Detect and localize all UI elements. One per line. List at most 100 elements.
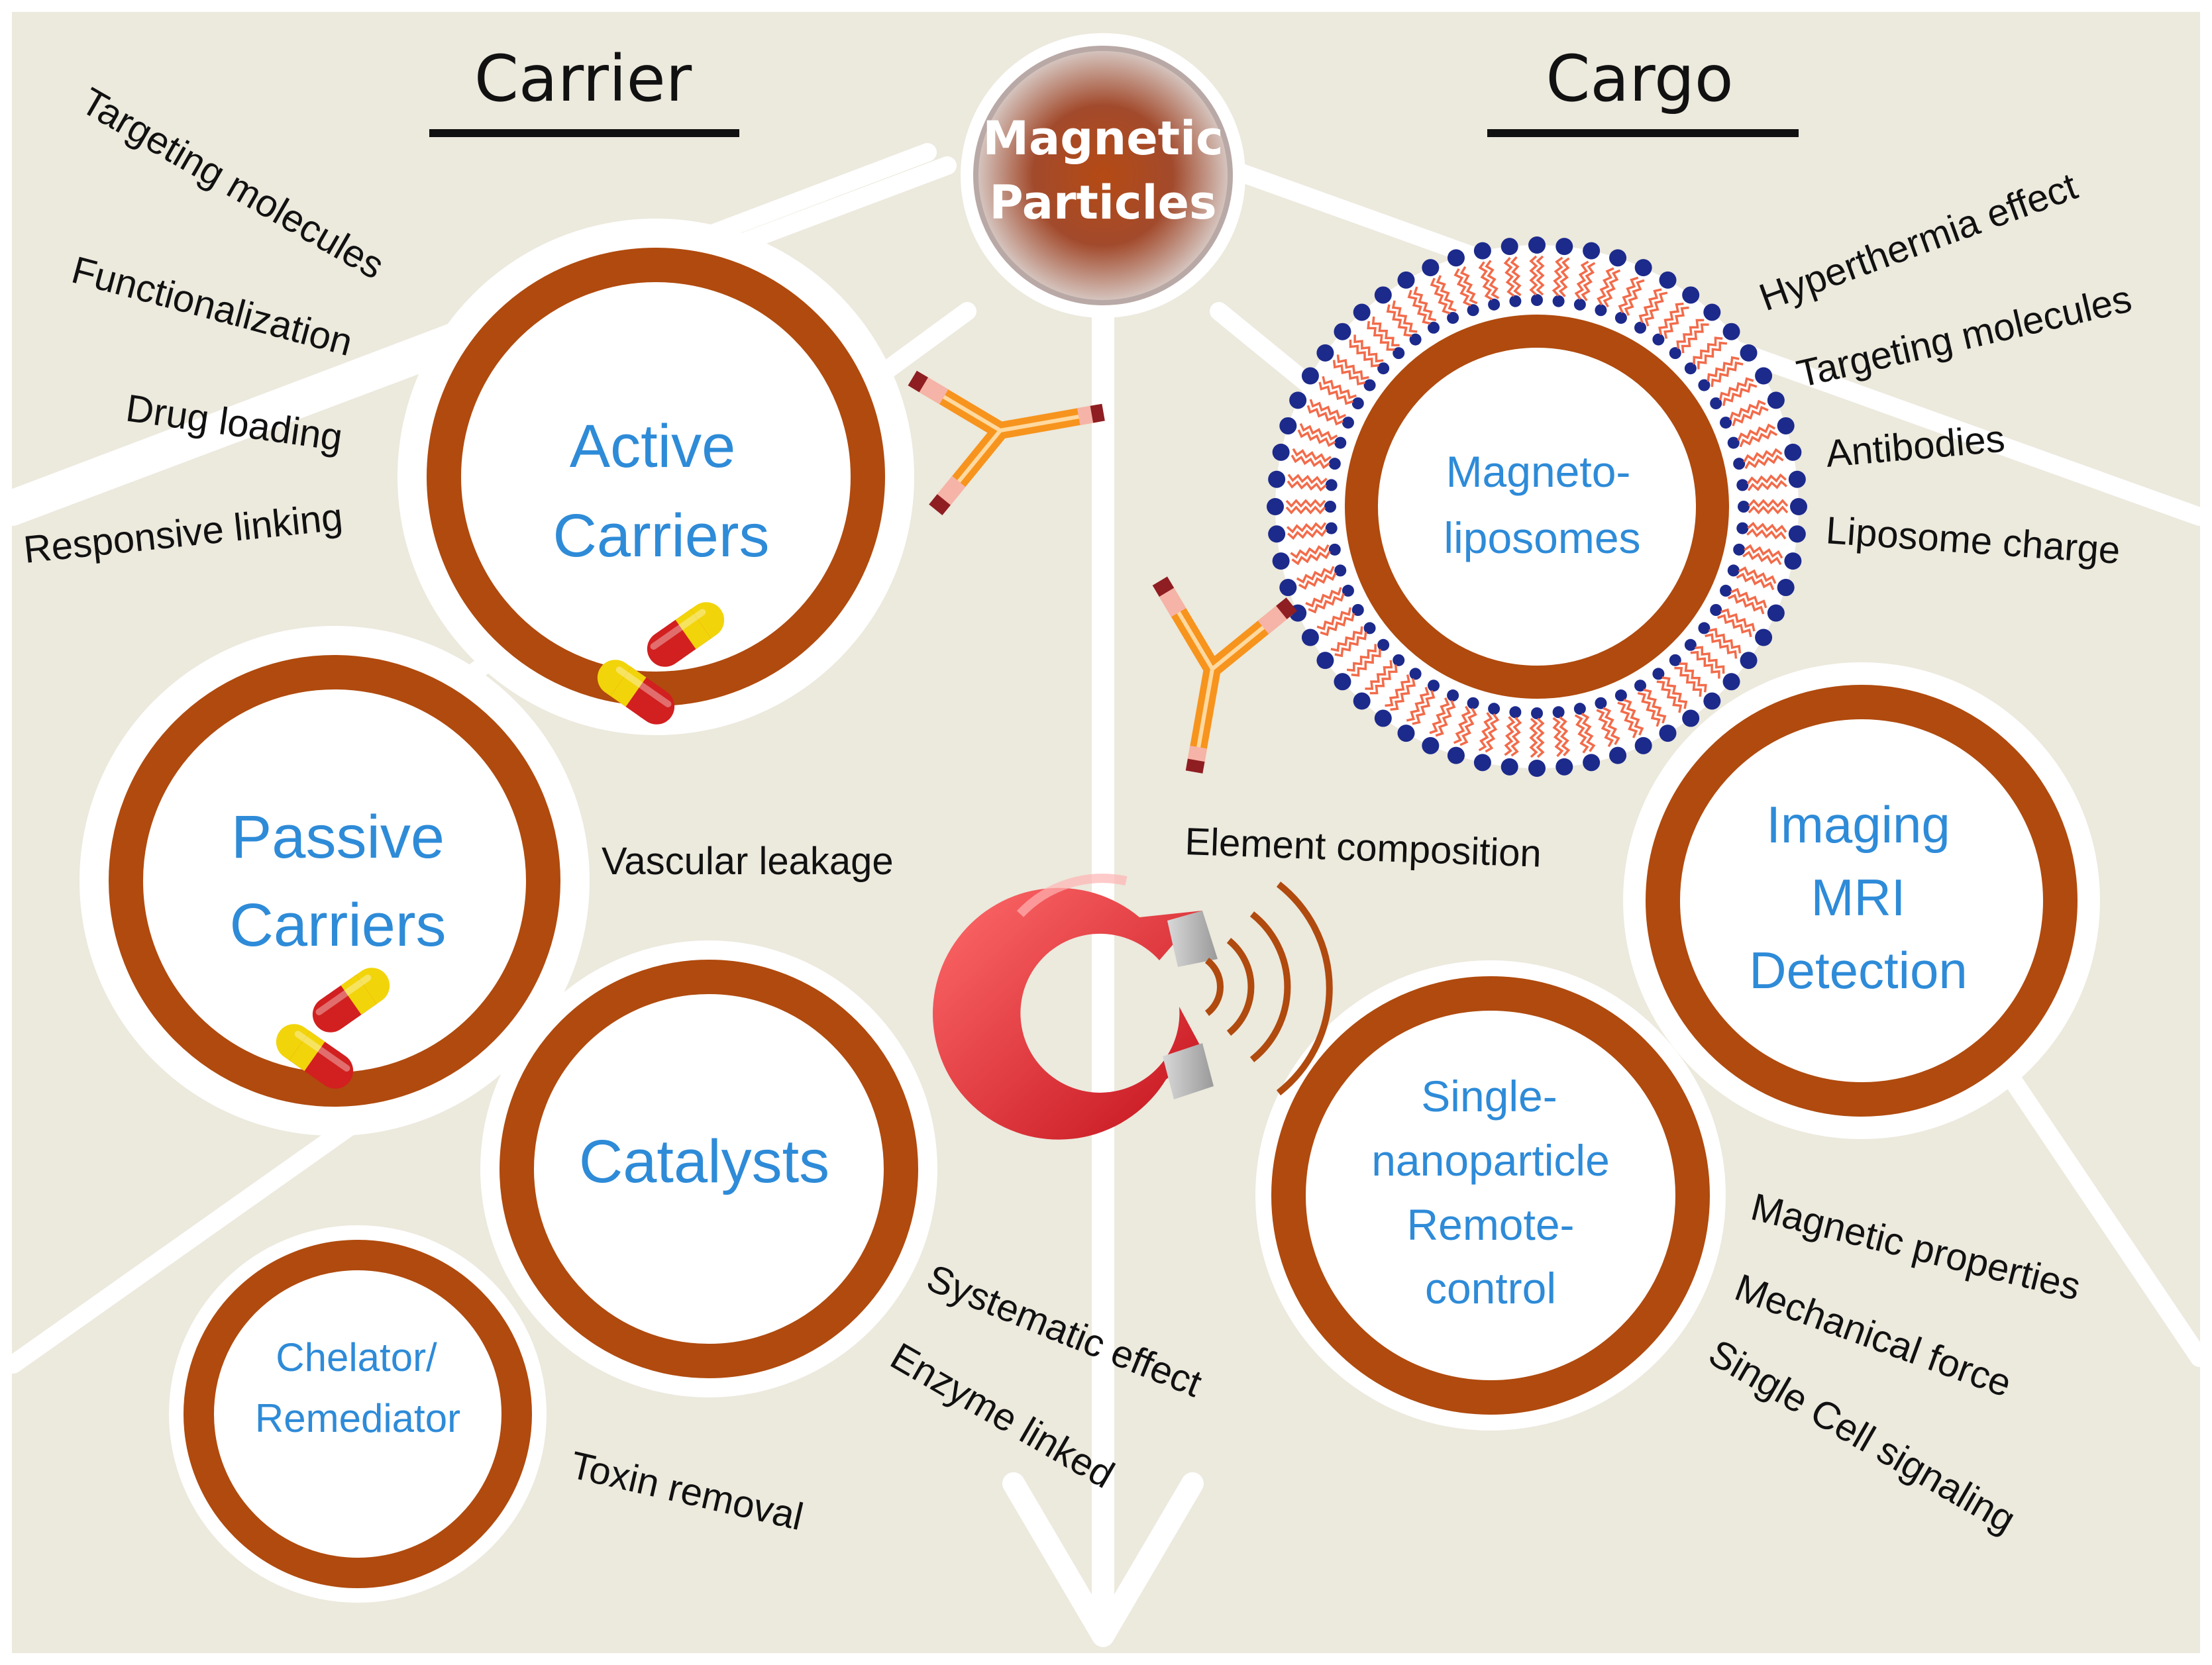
- lipid-head-outer: [1272, 443, 1290, 461]
- lipid-head-inner: [1614, 689, 1627, 702]
- magnet-icon: [933, 874, 1333, 1140]
- lipid-head-outer: [1767, 391, 1785, 409]
- active-title-2: Carriers: [553, 502, 769, 570]
- lipid-head-inner: [1363, 622, 1376, 634]
- lipid-head-inner: [1710, 397, 1722, 409]
- lipid-head-inner: [1488, 298, 1501, 311]
- lipid-head-inner: [1351, 604, 1364, 616]
- lipid-head-outer: [1555, 238, 1573, 256]
- lipid-head-inner: [1684, 638, 1697, 651]
- lipid-head-inner: [1710, 604, 1722, 616]
- lipid-head-inner: [1736, 479, 1749, 491]
- lipid-head-inner: [1351, 397, 1364, 409]
- lipid-tail: [1334, 631, 1367, 658]
- lipid-tail: [1732, 405, 1769, 427]
- lipid-head-inner: [1552, 706, 1565, 719]
- lipid-head-inner: [1467, 697, 1479, 709]
- lipid-head-outer: [1422, 259, 1440, 277]
- lipid-head-inner: [1393, 347, 1405, 360]
- lipid-tail: [1285, 499, 1326, 508]
- lipid-tail: [1510, 717, 1522, 757]
- lipid-tail: [1485, 260, 1500, 299]
- lipid-head-inner: [1652, 668, 1665, 680]
- lipid-head-outer: [1279, 579, 1297, 597]
- central-arrow: [1002, 280, 1204, 1647]
- lipid-tail: [1558, 257, 1570, 297]
- lipid-tail: [1285, 505, 1326, 515]
- lipid-tail: [1748, 505, 1789, 515]
- lipid-head-outer: [1609, 746, 1627, 764]
- lipid-tail: [1623, 699, 1644, 736]
- lipid-tail: [1318, 381, 1353, 405]
- lipid-tail: [1661, 676, 1688, 709]
- lipid-tail: [1656, 680, 1683, 713]
- lipid-tail: [1504, 716, 1516, 756]
- lipid-tail: [1299, 423, 1338, 441]
- lipid-head-outer: [1659, 725, 1677, 742]
- lipid-head-inner: [1669, 654, 1681, 666]
- lipid-tail: [1407, 289, 1431, 325]
- lipid-head-outer: [1422, 736, 1440, 754]
- lipid-tail: [1552, 717, 1564, 758]
- lipid-head-inner: [1733, 458, 1746, 470]
- lipid-head-outer: [1755, 629, 1773, 646]
- lipid-head-outer: [1374, 286, 1392, 304]
- lipid-head-inner: [1595, 304, 1607, 317]
- lipid-tail: [1529, 717, 1538, 758]
- lipid-tail: [1581, 713, 1596, 752]
- lipid-head-outer: [1788, 470, 1806, 488]
- lipid-tail: [1744, 544, 1783, 559]
- lipid-tail: [1365, 660, 1393, 690]
- lipid-head-outer: [1682, 709, 1700, 727]
- lipid-tail: [1346, 644, 1377, 672]
- lipid-tail: [1738, 566, 1777, 584]
- lipid-tail: [1603, 269, 1621, 308]
- lipid-tail: [1305, 587, 1342, 608]
- lipid-tail: [1624, 279, 1645, 317]
- lipid-head-outer: [1777, 579, 1795, 597]
- lipid-head-outer: [1374, 709, 1392, 727]
- lipid-tail: [1717, 614, 1752, 638]
- lipid-tail: [1290, 454, 1330, 470]
- lipid-tail: [1308, 593, 1345, 614]
- lipid-tail: [1747, 521, 1787, 533]
- lipid-tail: [1536, 255, 1545, 296]
- lipid-tail: [1718, 377, 1754, 401]
- lipid-tail: [1674, 667, 1703, 697]
- lipid-tail: [1711, 361, 1744, 387]
- lipid-tail: [1709, 627, 1742, 654]
- lipid-head-outer: [1397, 271, 1415, 289]
- lipid-tail: [1736, 572, 1775, 591]
- lipid-tail: [1722, 383, 1758, 407]
- lipid-head-inner: [1325, 479, 1338, 491]
- lipid-head-inner: [1428, 321, 1440, 334]
- lipid-head-outer: [1703, 692, 1721, 710]
- lipid-head-inner: [1342, 417, 1354, 429]
- lipid-head-inner: [1334, 564, 1347, 577]
- lipid-tail: [1286, 522, 1327, 534]
- lipid-head-outer: [1334, 673, 1351, 691]
- lipid-head-outer: [1790, 498, 1807, 515]
- lipid-tail: [1351, 648, 1381, 677]
- lipid-tail: [1581, 262, 1596, 301]
- lipid-head-inner: [1342, 584, 1354, 597]
- lipid-tail: [1287, 474, 1328, 485]
- lipid-head-inner: [1698, 379, 1711, 391]
- lipid-head-inner: [1573, 298, 1586, 311]
- lipid-head-inner: [1377, 362, 1390, 375]
- lipid-tail: [1478, 712, 1493, 752]
- center-line-2: Particles: [989, 176, 1216, 230]
- lipid-tail: [1330, 626, 1363, 652]
- lipid-head-outer: [1268, 525, 1286, 543]
- imaging-title-3: Detection: [1749, 941, 1968, 999]
- lipid-head-outer: [1784, 552, 1802, 570]
- lipid-tail: [1296, 566, 1335, 584]
- lipid-tail: [1705, 633, 1738, 659]
- lipid-head-inner: [1552, 295, 1565, 307]
- lipid-tail: [1336, 354, 1369, 380]
- header-cargo-underline: [1487, 129, 1799, 137]
- lipid-head-inner: [1733, 543, 1746, 556]
- lipid-head-inner: [1698, 622, 1711, 634]
